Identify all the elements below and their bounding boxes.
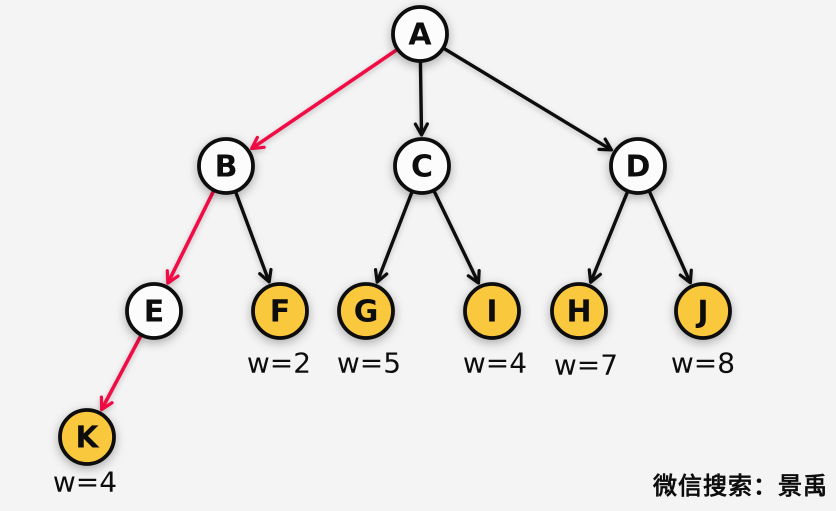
node-label-F: F xyxy=(270,295,291,330)
edge-B-F xyxy=(234,191,273,284)
node-A: A xyxy=(391,5,449,63)
weight-label-F: w=2 xyxy=(247,347,311,380)
node-circle-G xyxy=(337,282,395,340)
node-C: C xyxy=(393,137,451,195)
node-circle-B xyxy=(197,137,255,195)
node-label-K: K xyxy=(75,421,100,456)
edge-C-I xyxy=(432,190,481,285)
node-K: Kw=4 xyxy=(53,408,117,499)
node-label-D: D xyxy=(626,150,651,185)
node-circle-C xyxy=(393,137,451,195)
node-label-B: B xyxy=(215,150,238,185)
node-J: Jw=8 xyxy=(671,282,735,380)
node-B: B xyxy=(197,137,255,195)
node-circle-K xyxy=(58,408,116,466)
edge-C-G xyxy=(373,191,414,284)
node-E: E xyxy=(125,282,183,340)
node-label-G: G xyxy=(354,295,379,330)
node-circle-E xyxy=(125,282,183,340)
weight-label-G: w=5 xyxy=(337,347,401,380)
node-circle-D xyxy=(609,137,667,195)
edge-E-K-highlighted xyxy=(99,334,143,412)
weight-label-I: w=4 xyxy=(463,347,527,380)
watermark-text: 微信搜索：景禹 xyxy=(653,472,828,500)
weight-label-K: w=4 xyxy=(53,466,117,499)
node-I: Iw=4 xyxy=(463,282,527,380)
node-D: D xyxy=(609,137,667,195)
edge-D-H xyxy=(587,191,630,284)
node-G: Gw=5 xyxy=(337,282,401,380)
node-F: Fw=2 xyxy=(247,282,311,380)
node-H: Hw=7 xyxy=(550,282,618,382)
node-label-I: I xyxy=(486,295,497,330)
edge-D-J xyxy=(647,190,693,285)
node-label-E: E xyxy=(144,295,165,330)
edge-A-C xyxy=(413,61,429,137)
node-circle-A xyxy=(391,5,449,63)
node-label-H: H xyxy=(566,295,591,330)
edge-A-B-highlighted xyxy=(250,48,398,151)
node-circle-H xyxy=(550,282,608,340)
node-label-C: C xyxy=(411,150,433,185)
node-label-A: A xyxy=(408,18,432,53)
edge-B-E-highlighted xyxy=(165,190,216,285)
weight-label-J: w=8 xyxy=(671,347,735,380)
node-circle-F xyxy=(251,282,309,340)
node-label-J: J xyxy=(695,295,708,330)
weight-label-H: w=7 xyxy=(554,349,618,382)
edge-A-D xyxy=(443,47,614,152)
node-circle-I xyxy=(463,282,521,340)
node-circle-J xyxy=(674,282,732,340)
